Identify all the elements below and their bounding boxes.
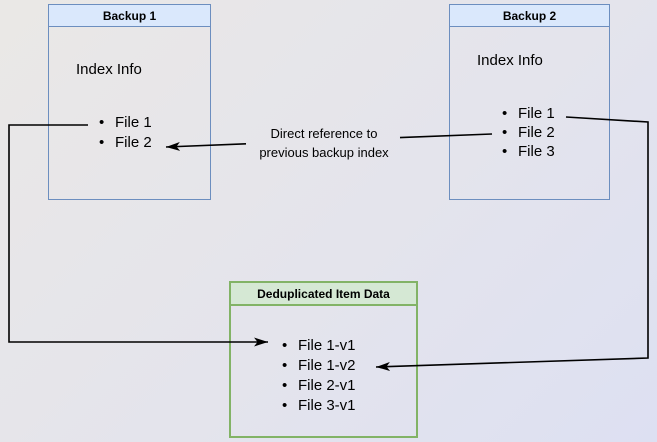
direct-reference-label: Direct reference to previous backup inde… bbox=[259, 126, 389, 160]
list-item: File 2 bbox=[502, 123, 555, 142]
backup1-subtitle: Index Info bbox=[76, 61, 142, 78]
backup2-subtitle: Index Info bbox=[477, 52, 543, 69]
list-item: File 1-v2 bbox=[282, 356, 356, 376]
list-item: File 1 bbox=[502, 104, 555, 123]
list-item: File 1 bbox=[99, 113, 152, 133]
backup1-box: Backup 1 Index Info File 1 File 2 bbox=[48, 4, 211, 200]
list-item: File 2 bbox=[99, 133, 152, 153]
backup1-title: Backup 1 bbox=[49, 5, 210, 27]
backup1-file-list: File 1 File 2 bbox=[99, 113, 152, 153]
backup2-title: Backup 2 bbox=[450, 5, 609, 27]
dedup-title: Deduplicated Item Data bbox=[231, 283, 416, 306]
list-item: File 2-v1 bbox=[282, 376, 356, 396]
list-item: File 1-v1 bbox=[282, 336, 356, 356]
list-item: File 3 bbox=[502, 142, 555, 161]
backup2-file-list: File 1 File 2 File 3 bbox=[502, 104, 555, 161]
backup2-box: Backup 2 Index Info File 1 File 2 File 3 bbox=[449, 4, 610, 200]
dedup-file-list: File 1-v1 File 1-v2 File 2-v1 File 3-v1 bbox=[282, 336, 356, 416]
dedup-box: Deduplicated Item Data File 1-v1 File 1-… bbox=[229, 281, 418, 438]
list-item: File 3-v1 bbox=[282, 396, 356, 416]
